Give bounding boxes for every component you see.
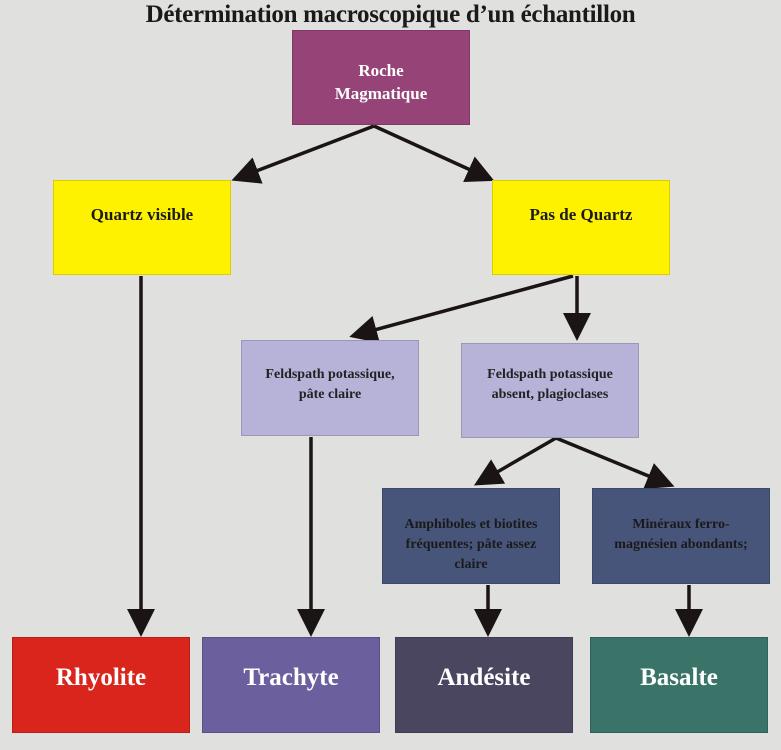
node-amphiboles-line1: Amphiboles et biotites [404, 517, 538, 532]
node-quartz-visible-label: Quartz visible [90, 205, 194, 224]
node-mineraux-line1: Minéraux ferro- [632, 517, 730, 532]
node-roche-magmatique: Roche Magmatique [292, 30, 470, 125]
rock-trachyte-label: Trachyte [243, 664, 339, 691]
arrow-pasquartz-to-feldspath-claire [349, 274, 574, 343]
rock-trachyte: Trachyte [202, 637, 380, 733]
node-feldspath-pate-claire: Feldspath potassique, pâte claire [241, 340, 419, 436]
rock-basalte: Basalte [590, 637, 768, 733]
diagram-title: Détermination macroscopique d’un échanti… [145, 1, 636, 28]
node-roche-line1: Roche [358, 61, 404, 80]
node-amphiboles-line2: fréquentes; pâte assez [405, 537, 537, 552]
arrow-roche-to-pas-de-quartz [373, 124, 495, 183]
rock-basalte-label: Basalte [640, 664, 718, 691]
node-amphiboles-line3: claire [454, 557, 488, 572]
node-amphiboles-biotites: Amphiboles et biotites fréquentes; pâte … [382, 488, 560, 584]
node-feldspath-claire-line1: Feldspath potassique, [265, 367, 395, 382]
node-feldspath-absent: Feldspath potassique absent, plagioclase… [461, 343, 639, 438]
rock-andesite: Andésite [395, 637, 573, 733]
rock-rhyolite-label: Rhyolite [55, 664, 147, 691]
rock-rhyolite: Rhyolite [12, 637, 190, 733]
node-mineraux-ferromagnesiens: Minéraux ferro- magnésien abondants; [592, 488, 770, 584]
node-feldspath-absent-line1: Feldspath potassique [487, 367, 613, 382]
node-feldspath-claire-line2: pâte claire [298, 387, 362, 402]
arrow-roche-to-quartz-visible [231, 124, 375, 184]
node-quartz-visible: Quartz visible [53, 180, 231, 275]
node-pas-de-quartz-label: Pas de Quartz [529, 205, 633, 224]
node-mineraux-line2: magnésien abondants; [614, 537, 748, 552]
node-roche-line2: Magmatique [334, 84, 428, 103]
rock-andesite-label: Andésite [437, 664, 531, 691]
node-pas-de-quartz: Pas de Quartz [492, 180, 670, 275]
node-feldspath-absent-line2: absent, plagioclases [491, 387, 609, 402]
arrow-feldspath-absent-to-mineraux [555, 436, 675, 489]
arrow-feldspath-absent-to-amphiboles [473, 436, 557, 486]
